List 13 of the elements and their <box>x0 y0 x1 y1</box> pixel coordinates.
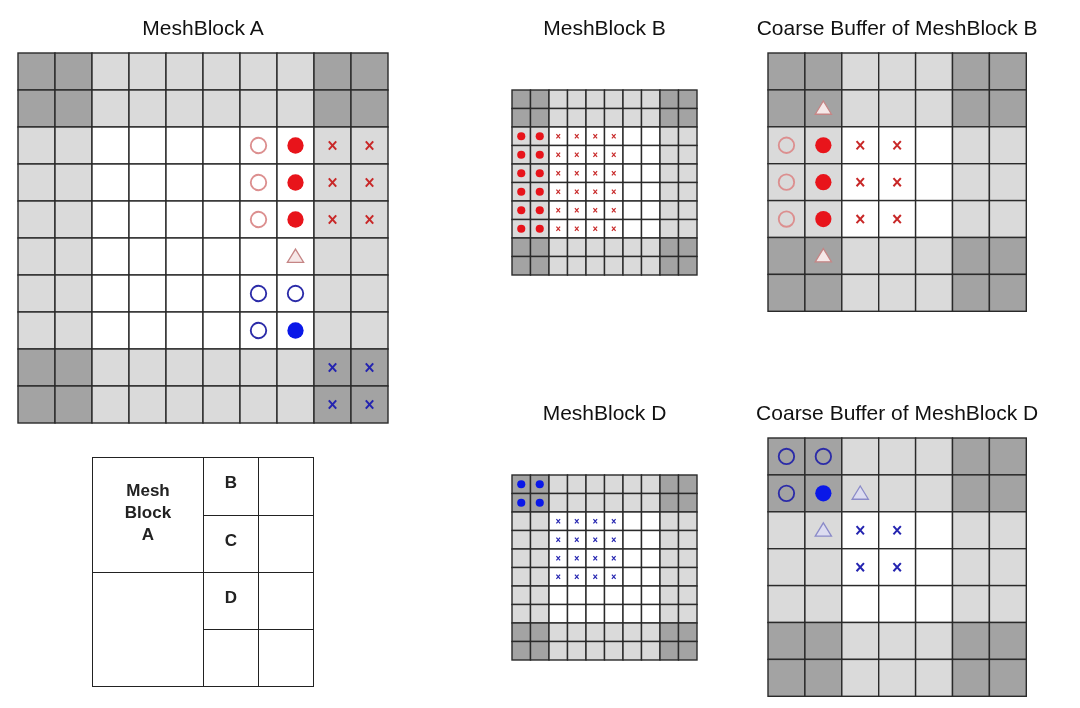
panel-title: Coarse Buffer of MeshBlock D <box>756 400 1039 426</box>
cell-label: D <box>224 587 238 609</box>
panel-title: MeshBlock A <box>142 15 264 41</box>
block-cell <box>92 572 204 687</box>
panel-title: Coarse Buffer of MeshBlock B <box>756 15 1038 41</box>
cell-label: Mesh Block A <box>123 480 173 546</box>
cell-label: B <box>224 472 238 494</box>
block-cell <box>258 629 314 687</box>
panel-title: MeshBlock B <box>543 15 666 41</box>
panel-title: MeshBlock D <box>542 400 667 426</box>
block-cell <box>258 457 314 516</box>
block-cell <box>92 457 204 573</box>
cell-label: C <box>224 530 238 552</box>
